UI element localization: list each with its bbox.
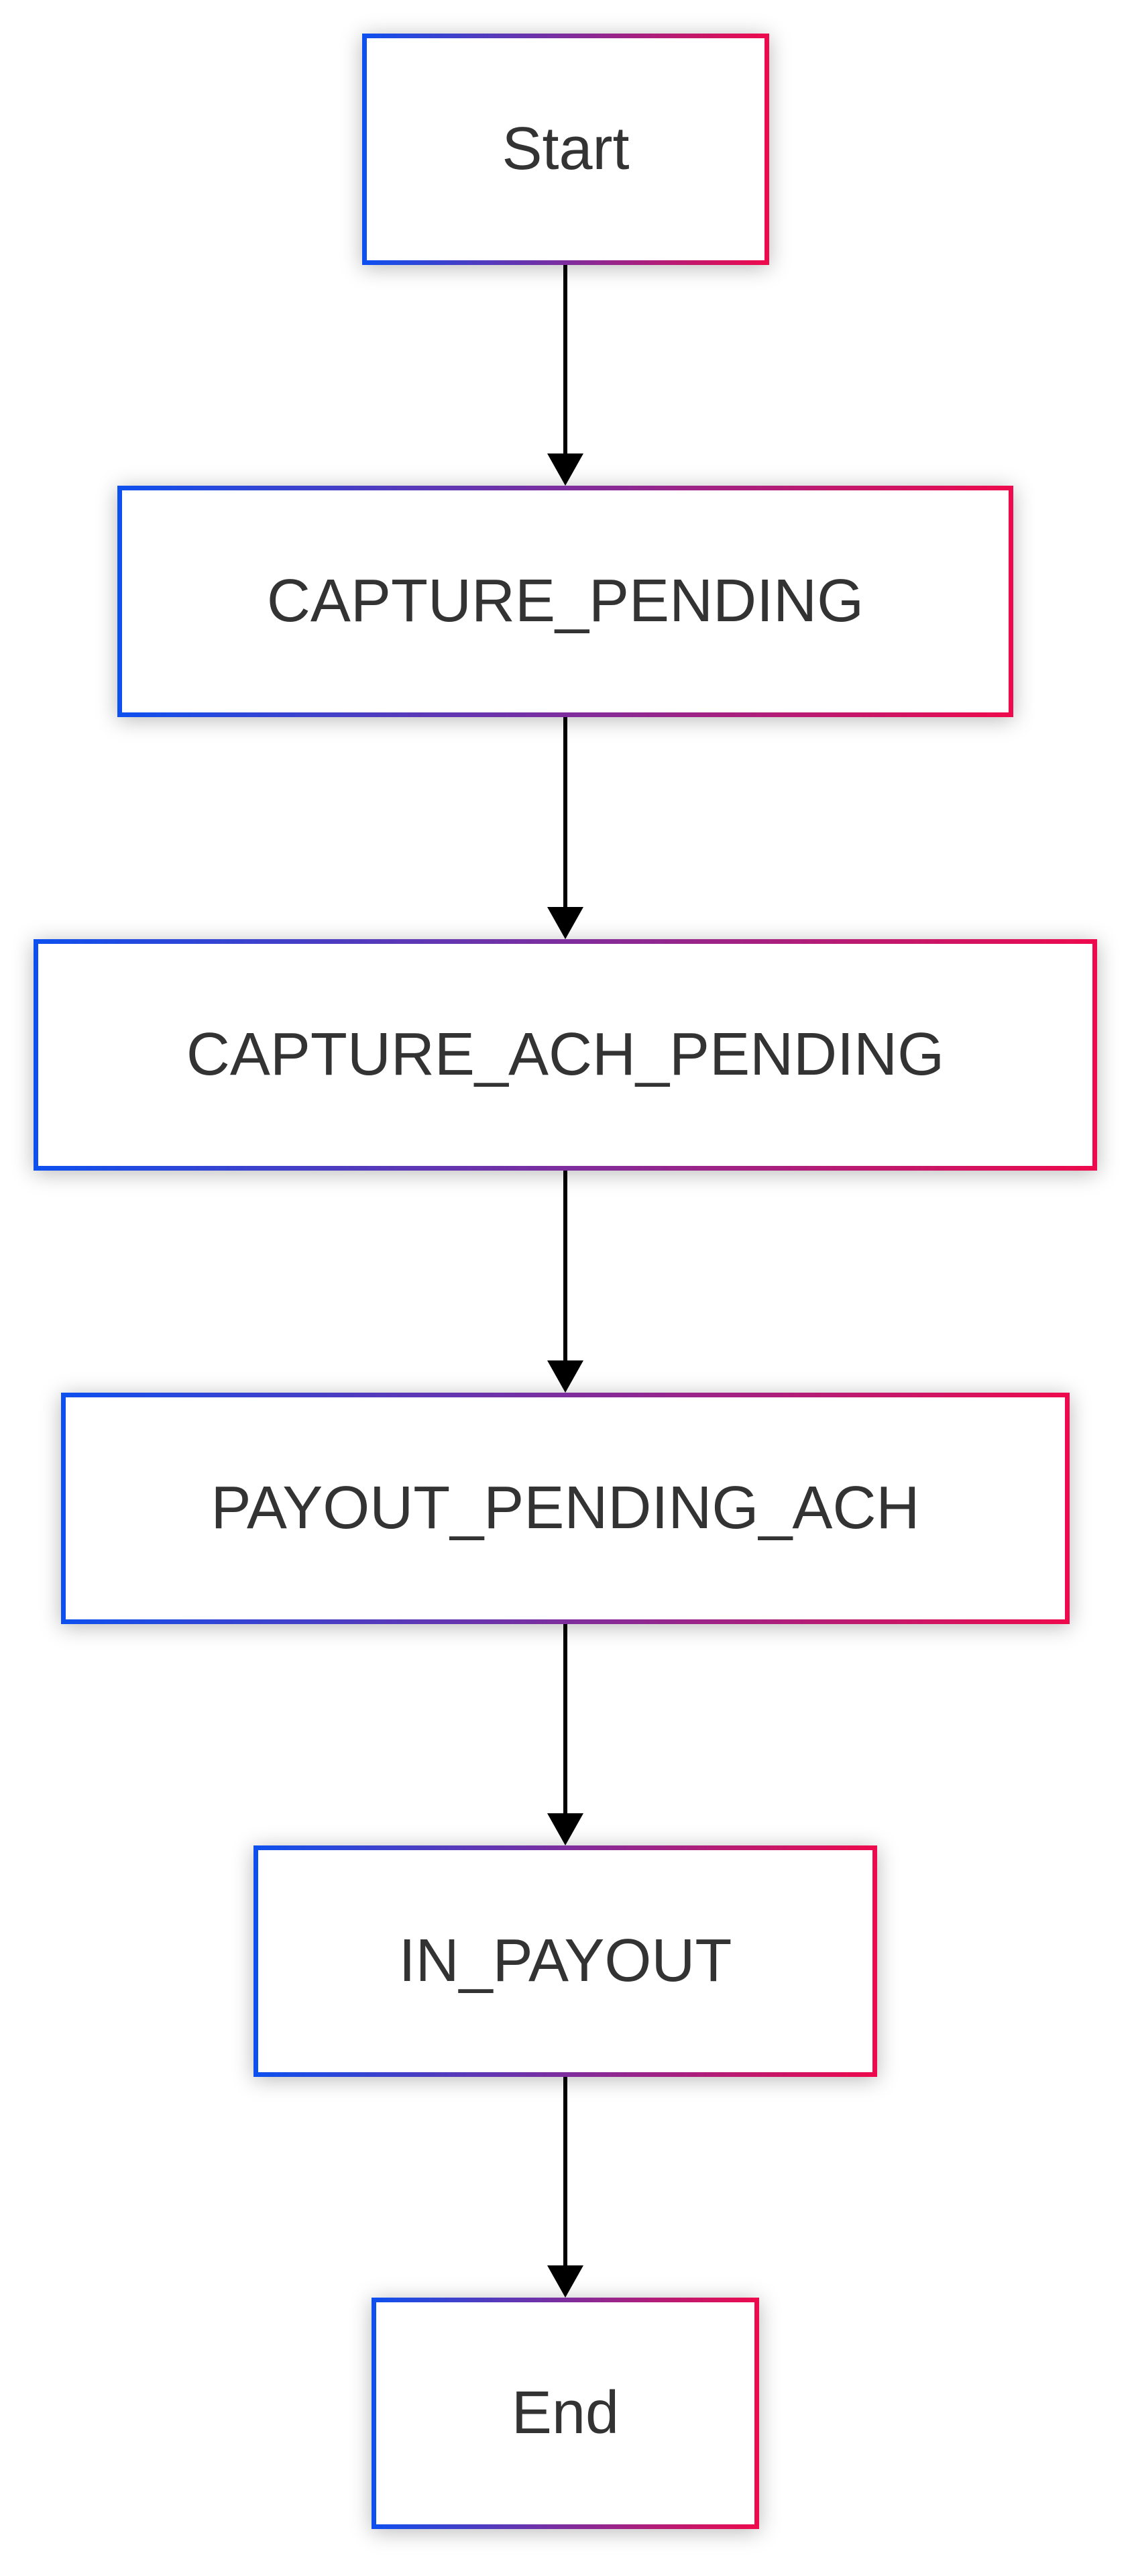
- node-in-payout-fill: IN_PAYOUT: [258, 1850, 872, 2072]
- node-capture-ach-pending-fill: CAPTURE_ACH_PENDING: [38, 944, 1092, 1166]
- node-payout-pending-ach-fill: PAYOUT_PENDING_ACH: [66, 1397, 1065, 1619]
- arrow-down-icon: [547, 1813, 583, 1845]
- arrow-down-icon: [547, 907, 583, 939]
- edge-line: [563, 1171, 567, 1362]
- node-capture-ach-pending: CAPTURE_ACH_PENDING: [34, 939, 1097, 1171]
- node-payout-pending-ach-label: PAYOUT_PENDING_ACH: [211, 1474, 920, 1542]
- node-capture-pending-label: CAPTURE_PENDING: [266, 568, 864, 635]
- edge-capture-ach-pending-to-payout-pending-ach: [547, 1171, 583, 1393]
- node-in-payout: IN_PAYOUT: [253, 1845, 877, 2077]
- arrow-down-icon: [547, 453, 583, 486]
- node-end-label: End: [511, 2379, 620, 2447]
- edge-capture-pending-to-capture-ach-pending: [547, 717, 583, 939]
- edge-line: [563, 1624, 567, 1815]
- node-start-fill: Start: [367, 38, 764, 260]
- node-capture-ach-pending-label: CAPTURE_ACH_PENDING: [186, 1021, 945, 1088]
- arrow-down-icon: [547, 1360, 583, 1393]
- node-end: End: [372, 2298, 759, 2529]
- node-start-label: Start: [502, 115, 630, 182]
- edge-in-payout-to-end: [547, 2077, 583, 2298]
- node-start: Start: [362, 34, 769, 265]
- node-in-payout-label: IN_PAYOUT: [398, 1927, 732, 1994]
- edge-payout-pending-ach-to-in-payout: [547, 1624, 583, 1845]
- node-end-fill: End: [376, 2302, 754, 2524]
- edge-line: [563, 265, 567, 455]
- edge-start-to-capture-pending: [547, 265, 583, 486]
- edge-line: [563, 2077, 567, 2267]
- arrow-down-icon: [547, 2265, 583, 2298]
- node-payout-pending-ach: PAYOUT_PENDING_ACH: [61, 1393, 1070, 1624]
- node-capture-pending-fill: CAPTURE_PENDING: [122, 490, 1009, 712]
- edge-line: [563, 717, 567, 908]
- node-capture-pending: CAPTURE_PENDING: [117, 486, 1013, 717]
